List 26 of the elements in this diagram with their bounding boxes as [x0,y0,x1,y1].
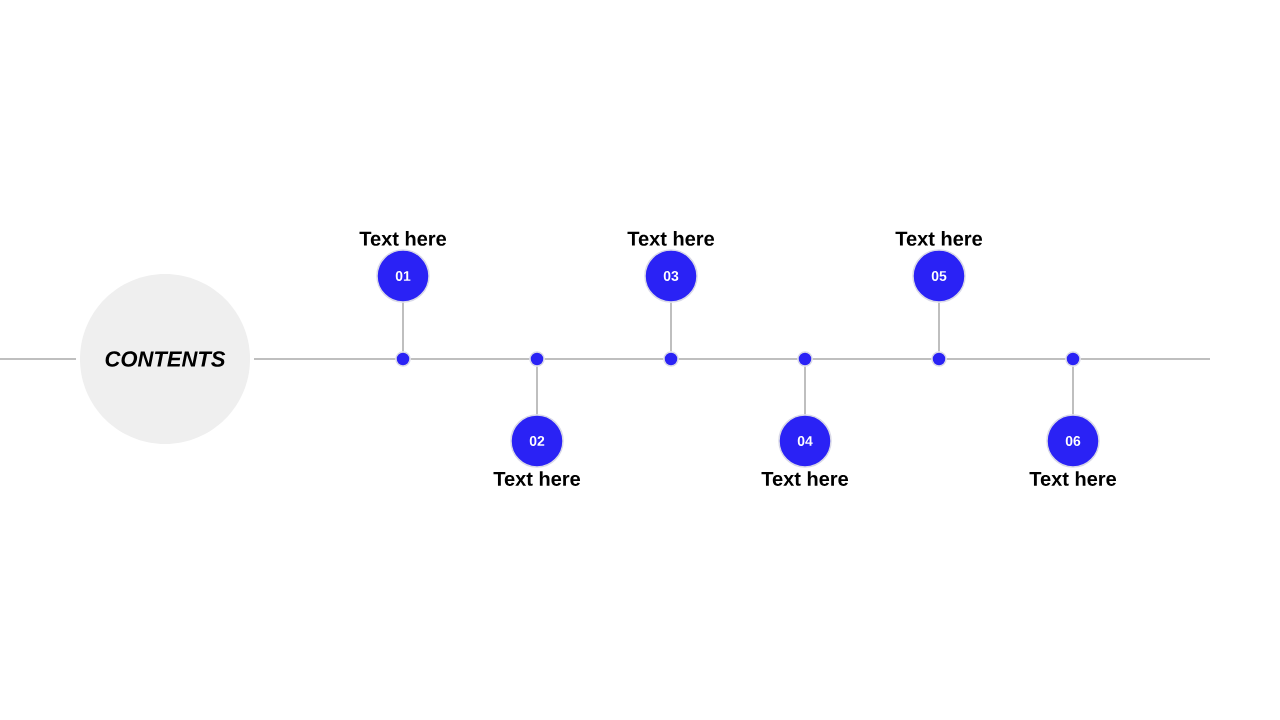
step-label: Text here [627,231,715,246]
timeline-dot [797,351,813,367]
timeline-dot [931,351,947,367]
connector-line [670,301,672,353]
step-label: Text here [359,231,447,246]
timeline-dot [395,351,411,367]
timeline-line [1079,358,1211,360]
timeline-line [253,358,397,360]
timeline-dot [663,351,679,367]
timeline-line [945,358,1067,360]
timeline-line [543,358,665,360]
step-label: Text here [1029,471,1117,486]
timeline-line [677,358,799,360]
timeline-line [409,358,531,360]
connector-line [938,301,940,353]
step-label: Text here [895,231,983,246]
connector-line [536,365,538,416]
connector-line [804,365,806,416]
timeline-dot [529,351,545,367]
timeline-line [0,358,77,360]
timeline-dot [1065,351,1081,367]
connector-line [1072,365,1074,416]
step-label: Text here [761,471,849,486]
step-label: Text here [493,471,581,486]
connector-line [402,301,404,353]
timeline-line [811,358,933,360]
